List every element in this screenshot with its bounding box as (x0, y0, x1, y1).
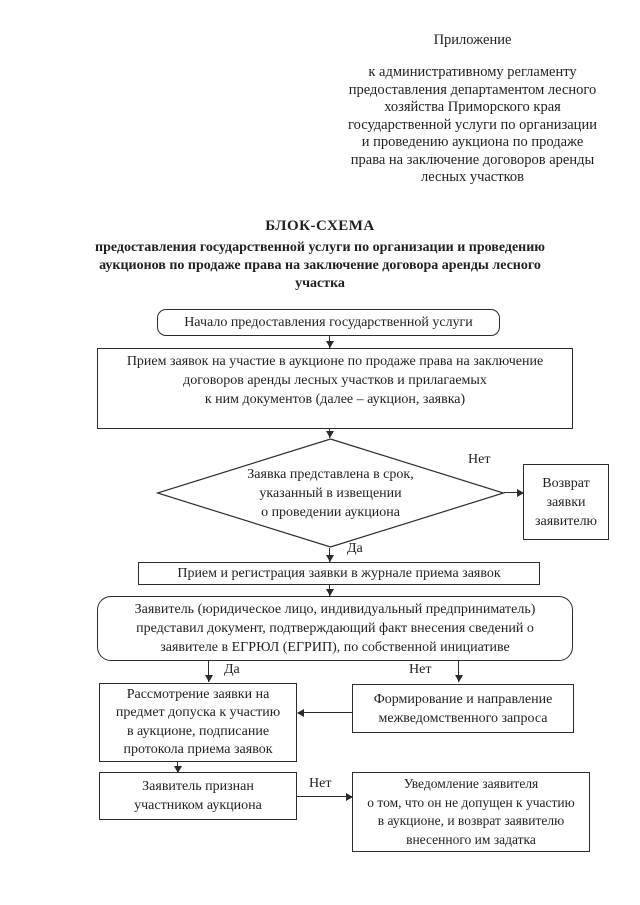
branch-label-no-deadline: Нет (468, 452, 491, 467)
flow-node-interagency-request: Формирование и направление межведомствен… (352, 684, 574, 733)
branch-label-yes-deadline: Да (347, 541, 363, 556)
arrow-recognized-to-notification (297, 792, 353, 801)
diamond-shape (156, 438, 505, 548)
arrow-egrul-yes-to-review (205, 661, 213, 682)
flow-node-accept-applications: Прием заявок на участие в аукционе по пр… (97, 348, 573, 429)
flow-node-recognized: Заявитель признан участником аукциона (99, 772, 297, 820)
arrow-start-to-accept (326, 336, 334, 348)
flow-node-start: Начало предоставления государственной ус… (157, 309, 500, 336)
arrow-register-to-egrul (326, 585, 334, 596)
arrow-deadline-to-return (504, 488, 524, 497)
flow-node-egrul-check: Заявитель (юридическое лицо, индивидуаль… (97, 596, 573, 661)
arrow-review-to-recognized (174, 762, 182, 773)
flow-node-notification: Уведомление заявителя о том, что он не д… (352, 772, 590, 852)
arrow-deadline-to-register (326, 548, 334, 562)
page-subtitle: предоставления государственной услуги по… (95, 240, 545, 291)
appendix-label: Приложение (433, 32, 512, 48)
branch-label-no-recognized: Нет (309, 776, 332, 791)
branch-label-yes-egrul: Да (224, 662, 240, 677)
flow-node-return-application: Возврат заявки заявителю (523, 464, 609, 540)
arrow-egrul-no-to-interagency (455, 661, 463, 682)
arrow-interagency-to-review (297, 708, 352, 717)
branch-label-no-egrul: Нет (409, 662, 432, 677)
flow-node-register: Прием и регистрация заявки в журнале при… (138, 562, 540, 585)
flow-node-deadline-check: Заявка представлена в срок, указанный в … (156, 438, 505, 548)
arrow-accept-to-deadline-check (326, 429, 334, 438)
deadline-check-text: Заявка представлена в срок, указанный в … (247, 466, 414, 520)
page-title: БЛОК-СХЕМА (265, 218, 375, 234)
flow-node-review: Рассмотрение заявки на предмет допуска к… (99, 683, 297, 762)
appendix-regulation-text: к административному регламенту предостав… (348, 64, 597, 185)
